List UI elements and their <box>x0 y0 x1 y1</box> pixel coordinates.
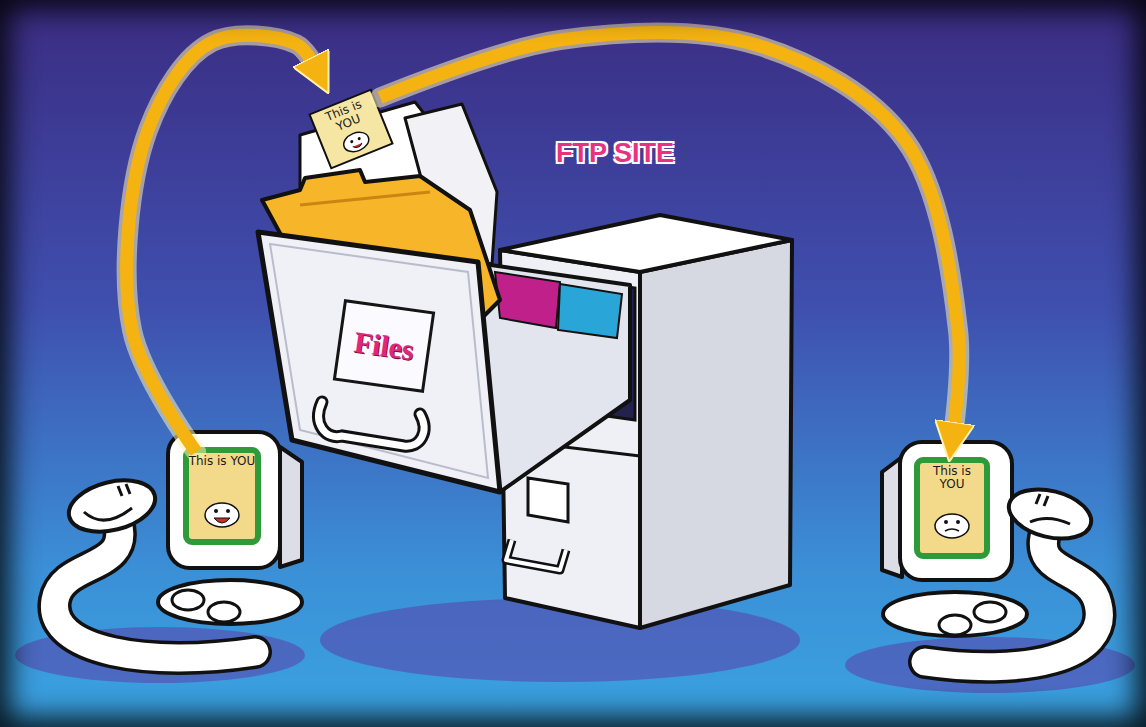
drawer-label-text: Files <box>352 325 416 367</box>
creature-eyes <box>1036 494 1048 506</box>
monitor-screen <box>917 460 987 556</box>
cartoon-eye <box>350 140 354 144</box>
transfer-arrow <box>380 33 959 432</box>
drawer-handle <box>506 540 566 570</box>
cartoon-face <box>205 503 239 527</box>
cartoon-mouth <box>945 529 959 531</box>
creature-body <box>925 530 1099 667</box>
folder-crease <box>300 192 430 205</box>
cabinet-top <box>500 215 792 272</box>
label-holder <box>528 478 568 522</box>
drawer-label: Files <box>333 299 436 393</box>
transfer-arrow-group <box>127 35 315 452</box>
drawer-bevel <box>270 244 488 478</box>
monitor-base <box>883 592 1027 636</box>
creature-hand <box>939 615 971 635</box>
folder-blue <box>558 284 622 338</box>
sender-screen: This is YOU <box>188 452 256 540</box>
drawer-front <box>258 232 500 492</box>
transfer-arrow-group <box>380 33 959 432</box>
creature-grin <box>84 508 132 520</box>
cartoon-eye <box>956 520 960 524</box>
cartoon-face <box>341 129 372 155</box>
creature-hand <box>172 590 204 610</box>
drawer-handle <box>319 402 424 446</box>
creature-body <box>925 530 1099 667</box>
file-caption: This is YOU <box>311 93 382 141</box>
creature-body <box>54 522 255 658</box>
folder-magenta <box>495 272 560 328</box>
screen-caption: This is YOU <box>188 455 256 468</box>
cabinet-side <box>640 240 792 628</box>
monitor-side <box>280 447 302 567</box>
cartoon-eye <box>357 137 361 141</box>
cartoon-face <box>935 514 969 538</box>
monitor-base <box>158 580 302 624</box>
cartoon-mouth <box>214 518 230 523</box>
drawer-handle <box>319 402 424 446</box>
creature-eyes <box>118 484 130 496</box>
creature-body <box>54 522 255 658</box>
cartoon-mouth <box>353 143 363 149</box>
transfer-file: This is YOU <box>310 90 393 169</box>
receiver-screen: This is YOU <box>919 462 985 554</box>
screen-caption: This is YOU <box>919 465 985 490</box>
transfer-arrow <box>127 35 315 452</box>
cartoon-eye <box>214 509 218 513</box>
creature-hand <box>208 602 240 622</box>
drawer-handle <box>506 540 566 570</box>
creature-head <box>64 472 161 540</box>
monitor-body <box>900 442 1012 580</box>
arrow-glow <box>380 33 959 432</box>
cartoon-eye <box>226 509 230 513</box>
monitor-screen <box>186 450 258 542</box>
site-title: FTP SITE <box>556 138 674 169</box>
cartoon-eye <box>944 520 948 524</box>
creature-head <box>1004 482 1097 547</box>
arrow-glow <box>127 35 315 452</box>
creature-hand <box>974 602 1006 622</box>
creature-mouth <box>1030 518 1070 524</box>
